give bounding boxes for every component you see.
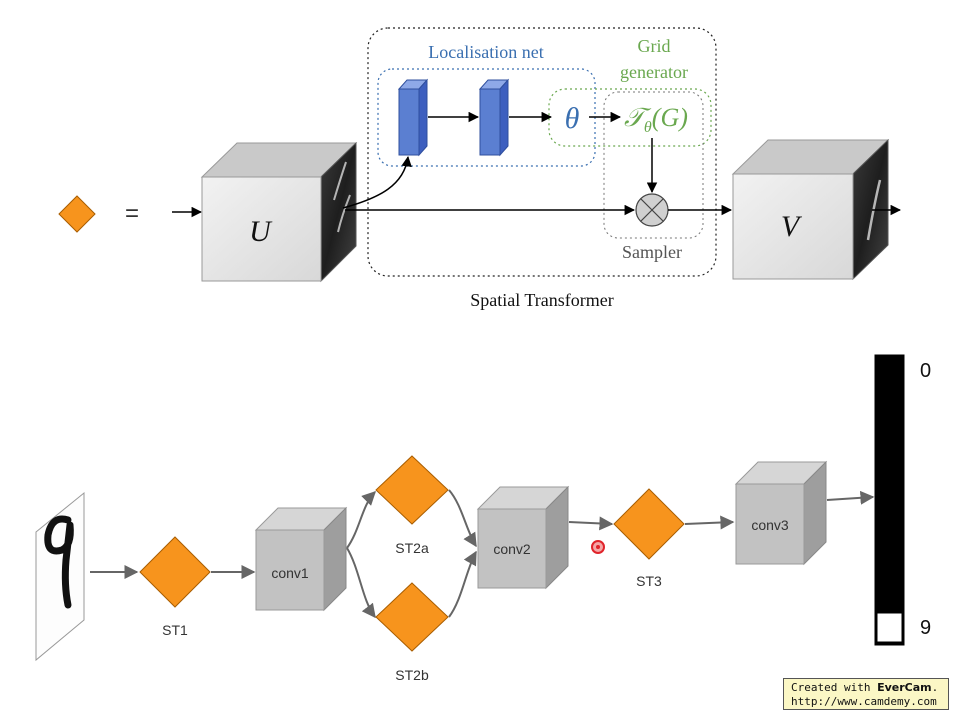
conv3-block bbox=[734, 460, 828, 566]
localisation-layer-1 bbox=[397, 78, 429, 157]
st2b-diamond bbox=[375, 582, 449, 652]
conv2-label: conv2 bbox=[493, 541, 531, 557]
legend-equals: = bbox=[125, 200, 139, 227]
legend-diamond-icon bbox=[58, 195, 96, 233]
st2b-label: ST2b bbox=[395, 667, 429, 683]
transform-argument: (G) bbox=[652, 103, 688, 132]
st2a-diamond bbox=[375, 455, 449, 525]
sampler-otimes-icon bbox=[635, 193, 669, 227]
input-digit-image bbox=[35, 491, 85, 662]
evercam-watermark: Created with EverCam. http://www.camdemy… bbox=[783, 678, 949, 710]
output-feature-map-v bbox=[731, 138, 890, 281]
arrow-st2a-to-conv2 bbox=[448, 489, 477, 548]
grid-generator-label-line2: generator bbox=[620, 62, 688, 82]
st1-diamond bbox=[139, 536, 211, 608]
input-label-u: U bbox=[249, 215, 273, 248]
input-feature-map-u bbox=[200, 141, 358, 283]
conv1-block bbox=[254, 506, 348, 612]
watermark-url: http://www.camdemy.com bbox=[791, 695, 937, 708]
st3-diamond bbox=[613, 488, 685, 560]
grid-generator-box bbox=[548, 88, 712, 147]
output-probability-bar bbox=[874, 354, 905, 646]
output-label-top: 0 bbox=[920, 360, 931, 382]
grid-generator-label-line1: Grid bbox=[638, 36, 671, 56]
arrow-conv2-to-st3 bbox=[568, 516, 614, 531]
st3-label: ST3 bbox=[636, 573, 662, 589]
arrow-conv1-to-st2b bbox=[346, 547, 376, 619]
arrow-conv3-to-output bbox=[826, 490, 875, 505]
spatial-transformer-caption: Spatial Transformer bbox=[470, 290, 614, 310]
arrow-conv1-to-st2a bbox=[346, 491, 376, 549]
conv3-label: conv3 bbox=[751, 517, 789, 533]
st2a-label: ST2a bbox=[395, 540, 429, 556]
watermark-suffix: . bbox=[931, 681, 939, 694]
mouse-cursor-indicator bbox=[591, 540, 605, 554]
st1-label: ST1 bbox=[162, 622, 188, 638]
transform-subscript: θ bbox=[644, 119, 652, 136]
localisation-layer-2 bbox=[478, 78, 510, 157]
localisation-net-label: Localisation net bbox=[428, 42, 543, 62]
arrow-st3-to-conv3 bbox=[684, 515, 735, 530]
watermark-brand: EverCam bbox=[877, 681, 932, 694]
output-label-v: V bbox=[781, 210, 803, 243]
sampler-label: Sampler bbox=[622, 242, 682, 262]
transform-function: 𝒯θ(G) bbox=[624, 103, 688, 136]
output-class-9-cell bbox=[876, 612, 903, 643]
spatial-transformer-box bbox=[367, 27, 717, 277]
conv2-block bbox=[476, 485, 570, 590]
theta-symbol: θ bbox=[565, 102, 580, 135]
arrow-st2b-to-conv2 bbox=[448, 550, 477, 618]
conv1-label: conv1 bbox=[271, 565, 309, 581]
sampler-box bbox=[603, 91, 704, 239]
arrow-u-to-localisation bbox=[342, 155, 412, 209]
output-label-bottom: 9 bbox=[920, 617, 931, 639]
watermark-prefix: Created with bbox=[791, 681, 878, 694]
